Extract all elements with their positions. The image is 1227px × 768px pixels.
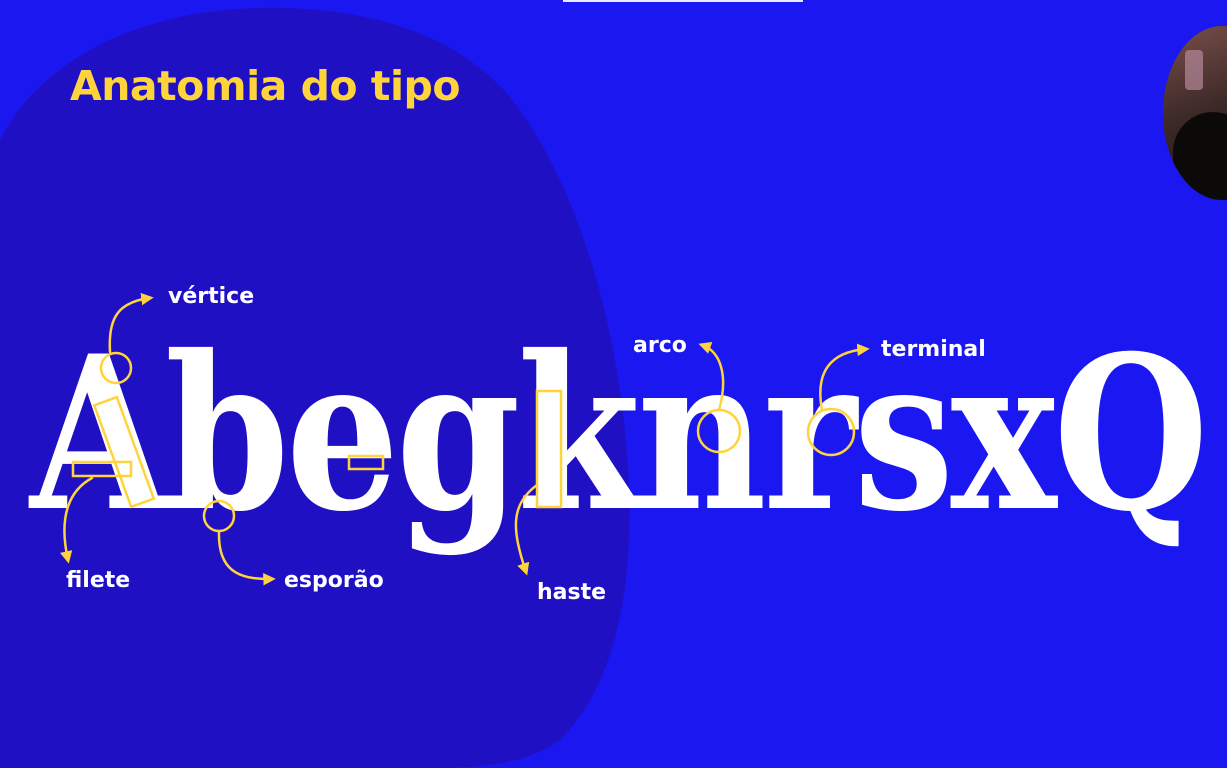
annotation-label-haste: haste [537,580,607,605]
annotation-label-terminal: terminal [881,337,986,362]
presenter-silhouette [1173,112,1227,200]
annotation-label-arco: arco [633,333,687,358]
annotation-label-filete: filete [66,568,131,593]
slide-title: Anatomia do tipo [70,62,461,110]
annotation-label-vertice: vértice [168,284,255,309]
annotation-label-esporao: esporão [284,568,384,593]
type-specimen: AbegknrsxQ [30,309,1209,558]
presenter-webcam [1163,26,1227,200]
screen-share-bar [563,0,803,2]
webcam-light [1185,50,1203,90]
